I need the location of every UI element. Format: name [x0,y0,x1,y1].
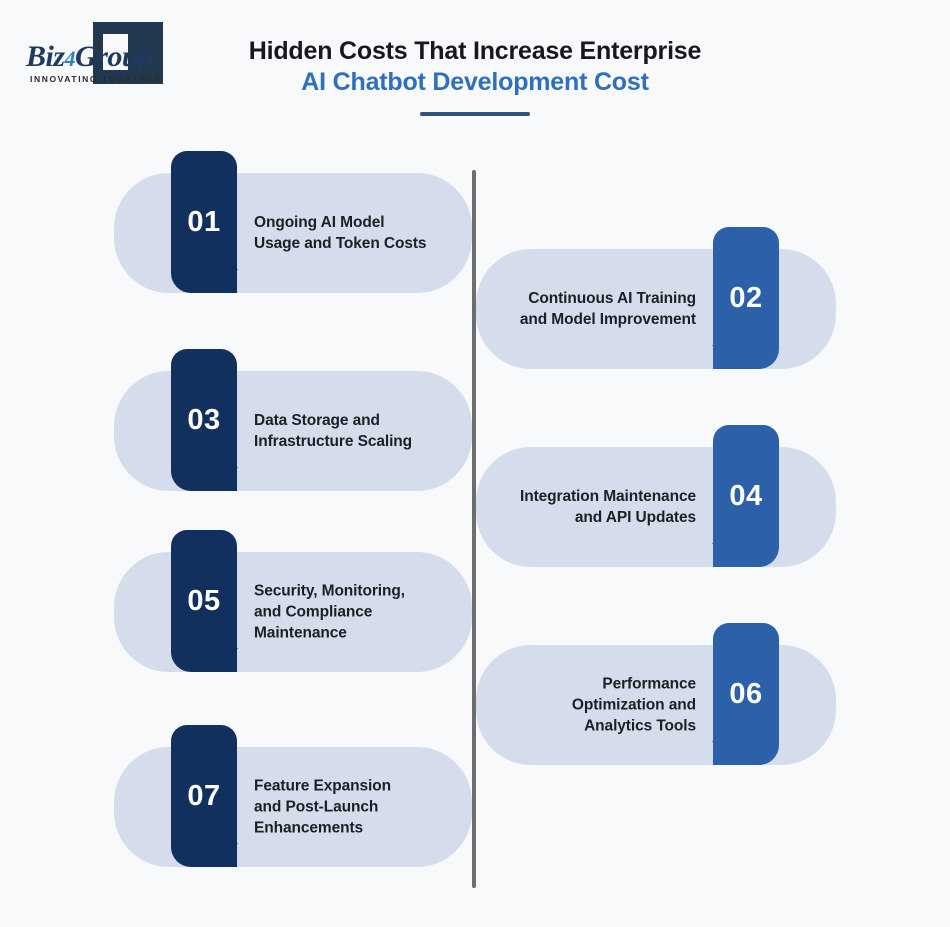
title-line-2: AI Chatbot Development Cost [301,68,649,96]
list-item[interactable]: 01 Ongoing AI Model Usage and Token Cost… [114,151,472,293]
logo-word-part1: Biz [26,40,65,73]
logo-word-digit: 4 [64,46,76,71]
logo-wordmark: Biz4Group [26,40,153,74]
list-item[interactable]: 07 Feature Expansion and Post-Launch Enh… [114,725,472,867]
logo-tagline: INNOVATING TOGETHER [30,74,162,84]
logo-word-part2: Group [75,40,153,73]
list-item[interactable]: 04 Integration Maintenance and API Updat… [476,425,836,567]
title-underline [420,112,530,116]
item-number-badge: 06 [713,623,779,765]
item-label: Ongoing AI Model Usage and Token Costs [254,214,427,252]
item-number-badge: 01 [171,151,237,293]
item-label: Feature Expansion and Post-Launch Enhanc… [254,777,391,837]
item-label: Security, Monitoring, and Compliance Mai… [254,582,405,642]
list-item[interactable]: 06 Performance Optimization and Analytic… [476,623,836,765]
item-number-badge: 05 [171,530,237,672]
item-number-badge: 04 [713,425,779,567]
item-number-badge: 07 [171,725,237,867]
brand-logo: Biz4Group INNOVATING TOGETHER [18,18,178,88]
item-number-badge: 02 [713,227,779,369]
item-label: Data Storage and Infrastructure Scaling [254,412,413,450]
list-item[interactable]: 03 Data Storage and Infrastructure Scali… [114,349,472,491]
list-item[interactable]: 02 Continuous AI Training and Model Impr… [476,227,836,369]
page-title: Hidden Costs That Increase Enterprise AI… [0,36,950,116]
item-label: Performance Optimization and Analytics T… [571,675,696,735]
item-number-badge: 03 [171,349,237,491]
item-label: Continuous AI Training and Model Improve… [519,290,696,328]
title-line-1: Hidden Costs That Increase Enterprise [248,37,702,65]
item-label: Integration Maintenance and API Updates [520,488,696,526]
logo-bracket-notch-right [128,34,153,84]
list-item[interactable]: 05 Security, Monitoring, and Compliance … [114,530,472,672]
center-divider [472,170,476,888]
